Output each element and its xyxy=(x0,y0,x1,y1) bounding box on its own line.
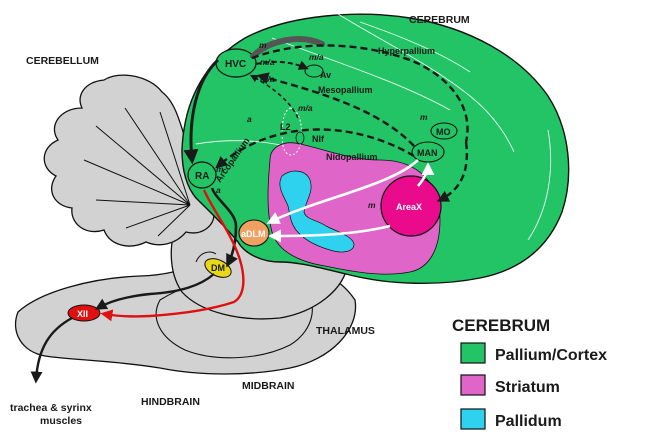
mark-m-mo: m xyxy=(420,112,428,122)
legend-swatch-striatum xyxy=(461,375,485,395)
label-ra: RA xyxy=(195,171,209,182)
label-areax: AreaX xyxy=(396,202,422,212)
mark-m-areax: m xyxy=(368,200,376,210)
label-mo: MO xyxy=(436,127,451,137)
label-nidopallium: Nidopallium xyxy=(326,152,378,162)
nif-nucleus xyxy=(296,132,304,144)
legend-title: CEREBRUM xyxy=(452,316,550,335)
label-dm: DM xyxy=(211,263,225,273)
label-l2: L2 xyxy=(280,122,291,132)
label-av: Av xyxy=(320,70,331,80)
legend-label-pallium: Pallium/Cortex xyxy=(495,347,607,364)
label-man: MAN xyxy=(417,148,438,158)
legend-swatch-pallidum xyxy=(461,409,485,429)
mark-a-left: a xyxy=(247,114,252,124)
label-xii: XII xyxy=(77,309,88,319)
label-output-line1: trachea & syrinx xyxy=(10,402,92,414)
mark-ma-hvc-mid: m/a xyxy=(260,74,275,84)
legend-swatch-pallium xyxy=(461,343,485,363)
label-hyperpallium: Hyperpallium xyxy=(378,46,435,56)
label-cerebrum: CEREBRUM xyxy=(409,14,470,26)
label-output-line2: muscles xyxy=(40,415,82,427)
mark-ma-nif: m/a xyxy=(298,103,313,113)
label-midbrain: MIDBRAIN xyxy=(242,380,295,392)
mark-ma-av: m/a xyxy=(309,52,324,62)
label-adlm: aDLM xyxy=(241,229,266,239)
mark-a-ra-lower: a xyxy=(216,185,221,195)
mark-ma-hvc-av: m/a xyxy=(260,57,275,67)
label-thalamus: THALAMUS xyxy=(316,325,375,337)
label-nif: NIf xyxy=(312,134,325,144)
label-hindbrain: HINDBRAIN xyxy=(141,396,200,408)
label-mesopallium: Mesopallium xyxy=(318,85,373,95)
legend-label-striatum: Striatum xyxy=(495,379,560,396)
legend-label-pallidum: Pallidum xyxy=(495,413,562,430)
label-cerebellum: CEREBELLUM xyxy=(26,55,99,67)
mark-m-ra-upper: m xyxy=(216,164,224,174)
label-hvc: HVC xyxy=(225,59,246,70)
mark-m-hvc-top: m xyxy=(259,40,267,50)
legend: CEREBRUM Pallium/Cortex Striatum Pallidu… xyxy=(452,316,607,430)
